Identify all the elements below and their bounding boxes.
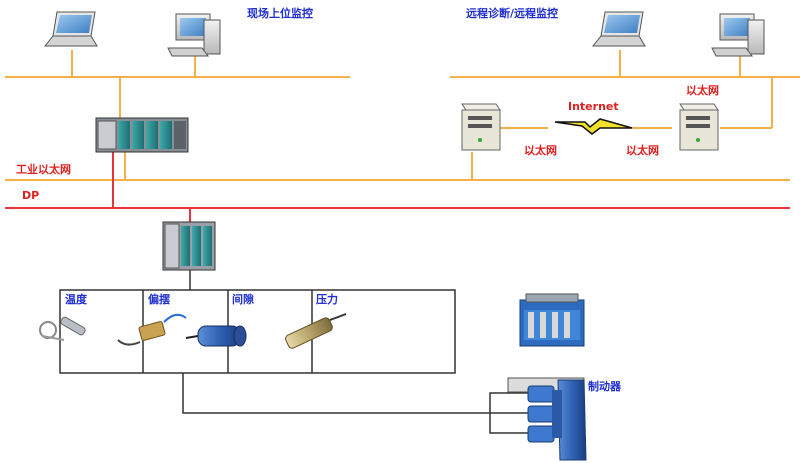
label-temperature: 温度	[65, 292, 88, 306]
label-brake: 制动器	[588, 379, 622, 393]
diagram-labels: 现场上位监控 远程诊断/远程监控 Internet 以太网 以太网 以太网 工业…	[16, 6, 719, 393]
label-ethernet-top: 以太网	[686, 83, 719, 97]
server-icon	[679, 103, 719, 151]
brake-assembly-icon	[507, 293, 587, 461]
label-ethernet-left: 以太网	[524, 143, 557, 157]
network-lines	[5, 50, 800, 434]
eccentricity-sensor-icon	[117, 313, 187, 346]
gap-sensor-icon	[185, 325, 247, 347]
label-local-monitoring: 现场上位监控	[247, 6, 313, 20]
pressure-sensor-icon	[285, 313, 347, 349]
label-eccentricity: 偏摆	[148, 292, 170, 306]
lightning-icon	[554, 118, 633, 135]
temperature-sensor-icon	[39, 316, 86, 341]
label-gap: 间隙	[232, 292, 254, 306]
label-pressure: 压力	[316, 292, 338, 306]
label-industrial-ethernet: 工业以太网	[16, 162, 71, 176]
server-icon	[461, 103, 501, 151]
plc-rack-icon	[95, 117, 189, 153]
label-internet: Internet	[568, 100, 619, 113]
label-dp: DP	[22, 189, 39, 202]
desktop-pc-icon	[711, 13, 765, 57]
desktop-pc-icon	[167, 13, 221, 57]
label-ethernet-right: 以太网	[626, 143, 659, 157]
laptop-icon	[591, 11, 646, 47]
laptop-icon	[43, 11, 98, 47]
label-remote-monitoring: 远程诊断/远程监控	[466, 6, 558, 20]
dp-slave-module-icon	[162, 221, 216, 271]
